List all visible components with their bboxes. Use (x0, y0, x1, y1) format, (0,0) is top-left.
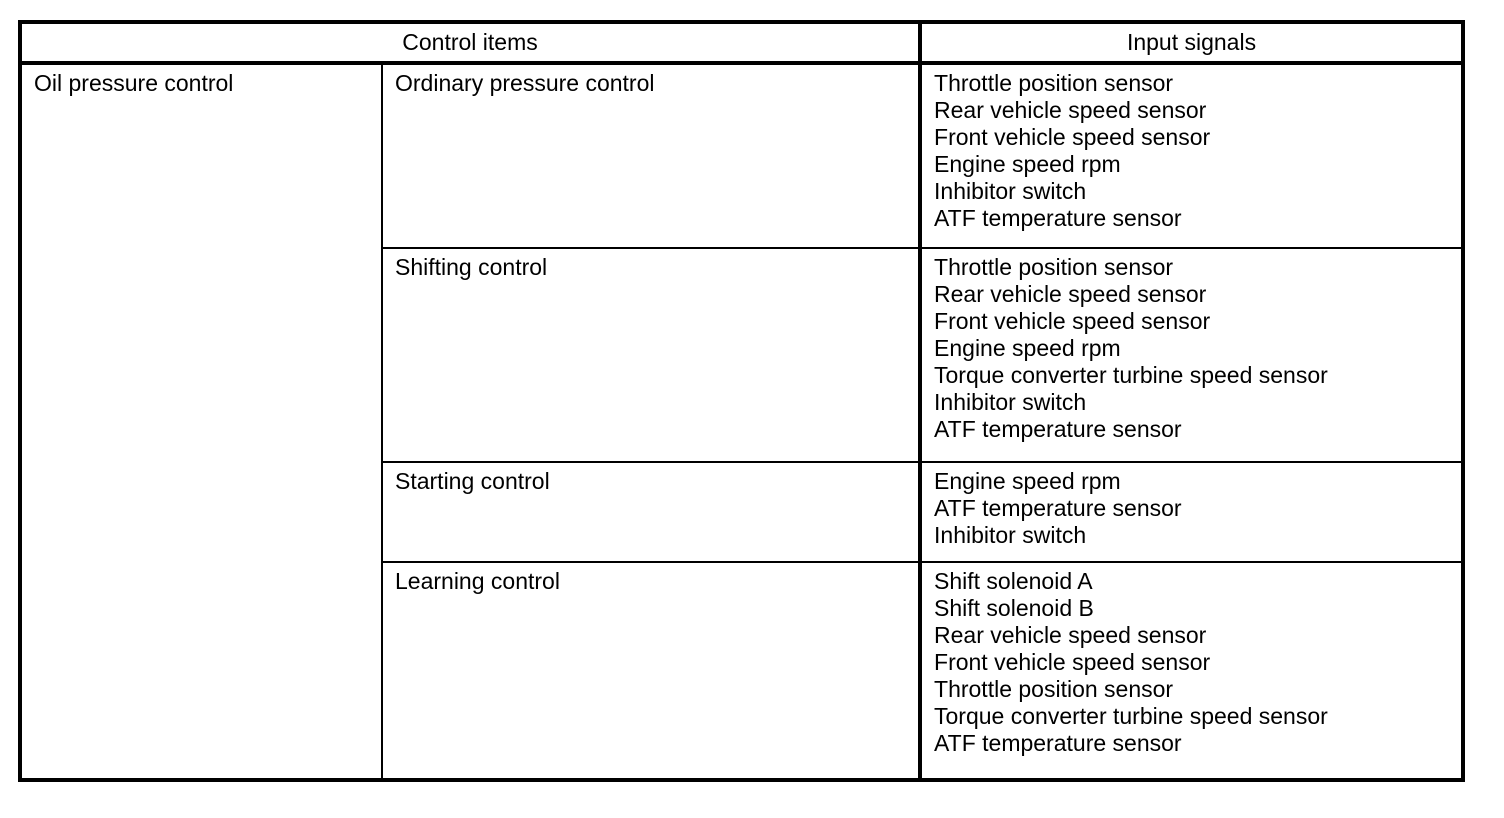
cell-signals-shifting: Throttle position sensor Rear vehicle sp… (918, 247, 1464, 462)
signal-line: ATF temperature sensor (934, 416, 1182, 442)
cell-oil-pressure-control: Oil pressure control (34, 70, 234, 96)
signal-line: Throttle position sensor (934, 254, 1174, 280)
signal-line: Inhibitor switch (934, 522, 1087, 548)
cell-control-starting: Starting control (380, 461, 921, 562)
cell-signals-ordinary-pressure: Throttle position sensor Rear vehicle sp… (918, 63, 1464, 248)
cell-control-learning: Learning control (380, 561, 921, 780)
signal-line: Inhibitor switch (934, 389, 1087, 415)
signal-line: Engine speed rpm (934, 468, 1121, 494)
signal-line: Front vehicle speed sensor (934, 124, 1211, 150)
cell-control-shifting: Shifting control (380, 247, 921, 462)
signal-line: ATF temperature sensor (934, 205, 1182, 231)
table-row-ordinary-pressure-control: Oil pressure control Ordinary pressure c… (20, 63, 1464, 248)
signal-line: Throttle position sensor (934, 676, 1174, 702)
header-control-items: Control items (20, 22, 921, 65)
cell-signals-learning: Shift solenoid A Shift solenoid B Rear v… (918, 561, 1464, 780)
signal-line: Shift solenoid B (934, 595, 1094, 621)
table-header-row: Control items Input signals (20, 22, 1464, 65)
signal-line: Inhibitor switch (934, 178, 1087, 204)
signal-line: Torque converter turbine speed sensor (934, 703, 1328, 729)
header-input-signals: Input signals (918, 22, 1464, 65)
signal-line: Shift solenoid A (934, 568, 1093, 594)
control-items-table: Control items Input signals Oil pressure… (18, 20, 1466, 782)
table-row-learning-control: Learning control Shift solenoid A Shift … (20, 561, 1464, 780)
signal-line: Throttle position sensor (934, 70, 1174, 96)
signal-line: Engine speed rpm (934, 335, 1121, 361)
signal-line: ATF temperature sensor (934, 730, 1182, 756)
document-page: Control items Input signals Oil pressure… (0, 20, 1504, 818)
table-row-starting-control: Starting control Engine speed rpm ATF te… (20, 461, 1464, 562)
signal-line: Rear vehicle speed sensor (934, 622, 1207, 648)
signal-line: Torque converter turbine speed sensor (934, 362, 1328, 388)
signal-line: ATF temperature sensor (934, 495, 1182, 521)
signal-line: Engine speed rpm (934, 151, 1121, 177)
signal-line: Front vehicle speed sensor (934, 649, 1211, 675)
cell-control-ordinary-pressure: Ordinary pressure control (380, 63, 921, 248)
cell-signals-starting: Engine speed rpm ATF temperature sensor … (918, 461, 1464, 562)
signal-line: Rear vehicle speed sensor (934, 281, 1207, 307)
signal-line: Front vehicle speed sensor (934, 308, 1211, 334)
signal-line: Rear vehicle speed sensor (934, 97, 1207, 123)
table-row-shifting-control: Shifting control Throttle position senso… (20, 247, 1464, 462)
